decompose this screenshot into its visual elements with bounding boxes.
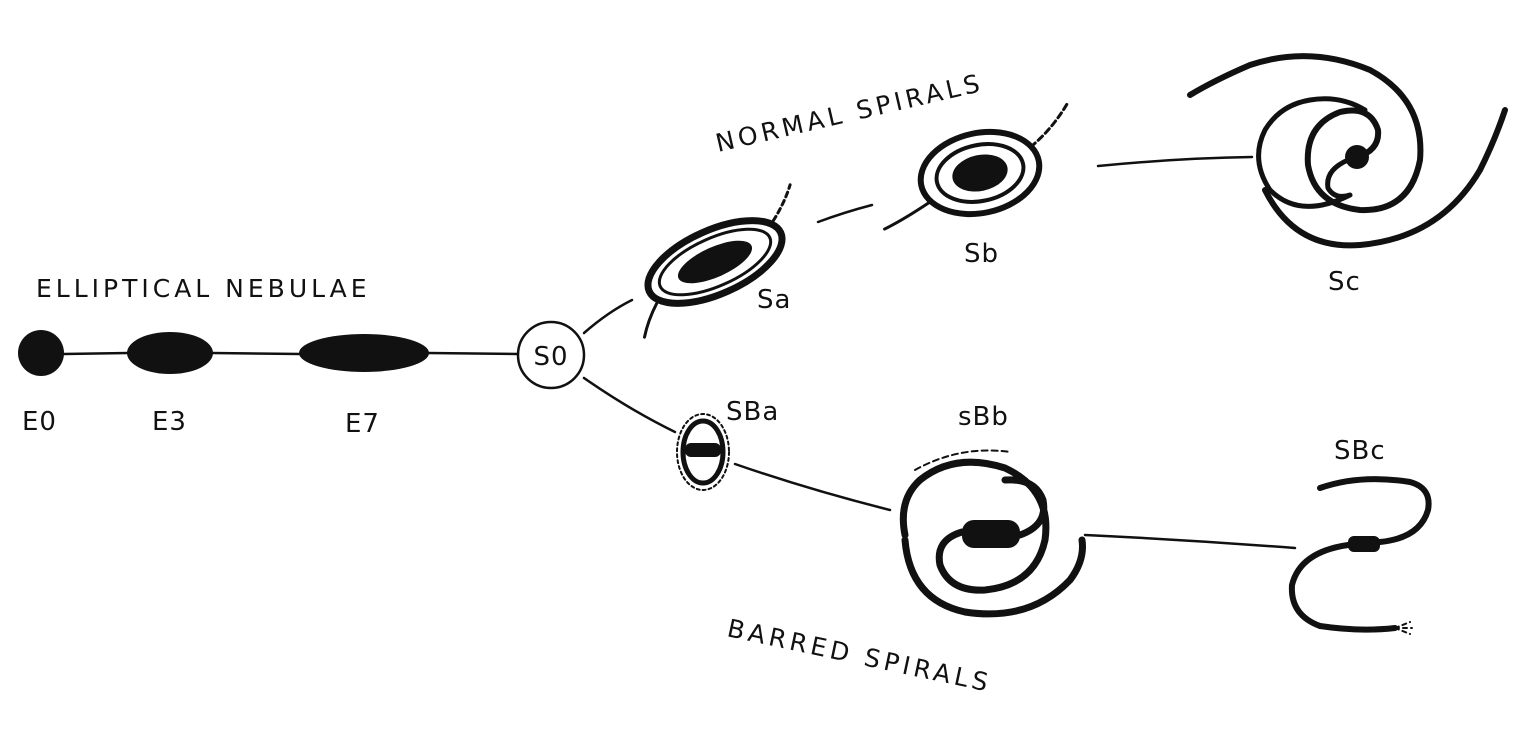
line-s0-sba (582, 376, 677, 434)
galaxy-e0 (18, 330, 64, 376)
galaxy-sbb (899, 449, 1086, 618)
line-sb-sc (1096, 155, 1254, 168)
sa-arm-lower (642, 301, 659, 339)
sbc-bar (1348, 536, 1380, 552)
label-e7: E7 (345, 409, 380, 439)
line-sba-sbb (733, 462, 892, 512)
sb-arm-left (883, 200, 932, 231)
line-e3-e7 (210, 351, 302, 356)
line-e7-s0 (426, 351, 520, 356)
galaxy-sa (642, 183, 792, 339)
sbc-arm-tail (1394, 621, 1413, 635)
line-sbb-sbc (1083, 533, 1297, 550)
galaxy-sba (676, 413, 730, 491)
label-sa: Sa (757, 285, 791, 315)
elliptical-sequence (18, 330, 429, 376)
line-s0-sa (582, 298, 634, 335)
heading-barred-spirals: BARRED SPIRALS (725, 614, 995, 698)
label-e0: E0 (22, 407, 57, 437)
sa-core (677, 240, 753, 284)
label-sb: Sb (964, 239, 999, 269)
connector-lines (62, 155, 1297, 550)
label-e3: E3 (152, 407, 187, 437)
label-sbc: SBc (1334, 436, 1386, 466)
sbb-arm-2 (901, 476, 1086, 618)
galaxy-e3 (127, 332, 213, 374)
sa-arm-upper (771, 183, 792, 223)
galaxy-e7 (299, 334, 429, 372)
sa-inner-ring (657, 227, 773, 297)
sc-arm-3 (1262, 107, 1508, 249)
line-sa-sb (816, 203, 874, 224)
sc-arm-1 (1187, 53, 1424, 214)
sb-inner-ring (934, 142, 1026, 204)
galaxy-sc (1187, 53, 1508, 249)
sbb-halo-top (914, 449, 1011, 471)
sc-arm-2 (1256, 96, 1368, 209)
sbc-arm-lower (1288, 542, 1398, 633)
sbc-arm-upper (1317, 476, 1432, 545)
line-e0-e3 (62, 351, 130, 356)
sbb-bar (962, 520, 1020, 548)
s0-circle (516, 320, 586, 390)
galaxy-sbc (1288, 476, 1432, 635)
sba-ring (680, 418, 726, 486)
sb-arm-right (1029, 101, 1069, 149)
label-sba: SBa (726, 397, 779, 427)
galaxy-sb (883, 101, 1069, 231)
label-s0: S0 (533, 342, 568, 372)
label-sc: Sc (1328, 267, 1361, 297)
galaxy-s0: S0 (516, 320, 586, 390)
sa-outer-ring (644, 217, 786, 307)
sbb-arm-1 (899, 458, 1050, 594)
label-sbb: sBb (958, 402, 1009, 432)
sb-core (952, 154, 1008, 192)
sba-halo (676, 413, 730, 491)
sb-outer-ring (917, 128, 1043, 218)
sba-bar (685, 443, 721, 457)
heading-elliptical-nebulae: ELLIPTICAL NEBULAE (36, 274, 371, 303)
